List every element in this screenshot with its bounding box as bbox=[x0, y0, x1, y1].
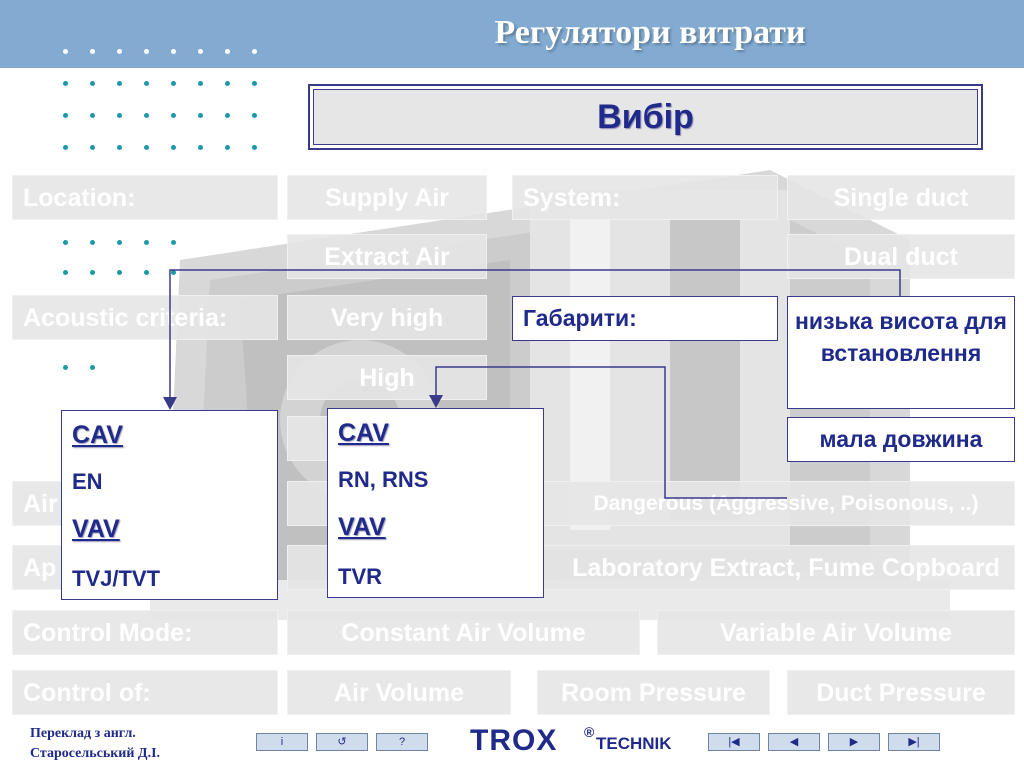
vav-model: TVJ/TVT bbox=[72, 566, 161, 591]
next-slide-button[interactable]: ▶ bbox=[828, 733, 880, 751]
credit-line-1: Переклад з англ. bbox=[30, 726, 136, 741]
trox-logo: TROX ® TECHNIK bbox=[470, 724, 710, 758]
logo-registered: ® bbox=[584, 724, 595, 740]
single-duct-option[interactable]: Single duct bbox=[787, 175, 1015, 220]
extract-air-option[interactable]: Extract Air bbox=[287, 234, 487, 279]
laboratory-extract-option[interactable]: Laboratory Extract, Fume Copboard bbox=[497, 545, 1015, 590]
first-slide-button[interactable]: |◀ bbox=[708, 733, 760, 751]
banner-title: Вибір bbox=[597, 98, 694, 136]
return-button[interactable]: ↺ bbox=[316, 733, 368, 751]
cav-heading: CAV bbox=[338, 419, 389, 447]
vav-heading: VAV bbox=[338, 513, 386, 541]
logo-main: TROX bbox=[470, 724, 558, 757]
help-icon: ? bbox=[398, 736, 406, 748]
dot-grid bbox=[0, 0, 280, 380]
previous-icon: ◀ bbox=[789, 736, 799, 748]
banner-panel bbox=[313, 89, 978, 145]
duct-pressure-option[interactable]: Duct Pressure bbox=[787, 670, 1015, 715]
result-box-short-length: CAV RN, RNS VAV TVR bbox=[327, 408, 544, 598]
control-of-label: Control of: bbox=[12, 670, 278, 715]
location-label: Location: bbox=[12, 175, 278, 220]
help-button[interactable]: ? bbox=[376, 733, 428, 751]
supply-air-option[interactable]: Supply Air bbox=[287, 175, 487, 220]
result-box-low-height: CAV EN VAV TVJ/TVT bbox=[61, 410, 278, 600]
dual-duct-option[interactable]: Dual duct bbox=[787, 234, 1015, 279]
header-bar bbox=[0, 0, 1024, 68]
dimensions-label: Габарити: bbox=[512, 296, 778, 341]
info-icon: i bbox=[280, 736, 284, 748]
acoustic-criteria-label: Acoustic criteria: bbox=[12, 295, 278, 340]
very-high-option[interactable]: Very high bbox=[287, 295, 487, 340]
vav-heading: VAV bbox=[72, 515, 120, 543]
credit-line-2: Старосельський Д.І. bbox=[30, 746, 161, 761]
high-option[interactable]: High bbox=[287, 355, 487, 400]
variable-air-volume-option[interactable]: Variable Air Volume bbox=[657, 610, 1015, 655]
low-height-option[interactable]: низька висота для встановлення bbox=[787, 296, 1015, 409]
first-icon: |◀ bbox=[728, 736, 740, 748]
control-mode-label: Control Mode: bbox=[12, 610, 278, 655]
dangerous-option[interactable]: Dangerous (Aggressive, Poisonous, ..) bbox=[497, 481, 1015, 526]
page-title: Регулятори витрати bbox=[494, 14, 806, 51]
last-slide-button[interactable]: ▶| bbox=[888, 733, 940, 751]
room-pressure-option[interactable]: Room Pressure bbox=[537, 670, 770, 715]
translation-credit: Переклад з англ. Старосельський Д.І. bbox=[30, 724, 250, 764]
cav-model: RN, RNS bbox=[338, 467, 429, 492]
cav-model: EN bbox=[72, 469, 103, 494]
previous-slide-button[interactable]: ◀ bbox=[768, 733, 820, 751]
air-volume-option[interactable]: Air Volume bbox=[287, 670, 511, 715]
return-icon: ↺ bbox=[337, 736, 347, 748]
vav-model: TVR bbox=[338, 564, 382, 589]
logo-sub: TECHNIK bbox=[596, 734, 672, 753]
constant-air-volume-option[interactable]: Constant Air Volume bbox=[287, 610, 640, 655]
system-label: System: bbox=[512, 175, 778, 220]
cav-heading: CAV bbox=[72, 421, 123, 449]
next-icon: ▶ bbox=[849, 736, 859, 748]
last-icon: ▶| bbox=[908, 736, 920, 748]
short-length-option[interactable]: мала довжина bbox=[787, 417, 1015, 462]
info-button[interactable]: i bbox=[256, 733, 308, 751]
